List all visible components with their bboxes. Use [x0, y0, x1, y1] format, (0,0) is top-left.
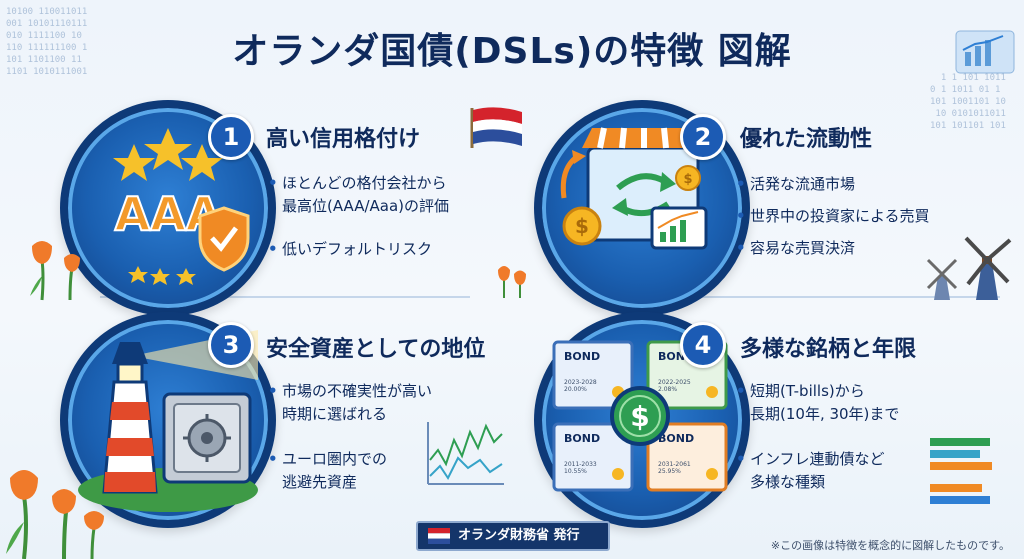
bullet-item: 低いデフォルトリスク — [268, 238, 522, 261]
tulip-icon — [6, 470, 104, 559]
star-icon — [181, 144, 223, 181]
maturity-bars-icon — [930, 438, 992, 504]
bullet-item: ユーロ圏内での 逃避先資産 — [268, 448, 432, 494]
tulip-icon — [498, 266, 526, 298]
section-heading: 高い信用格付け — [266, 127, 421, 152]
bullet-item: 容易な売買決済 — [736, 237, 1010, 260]
aaa-rating-art: AAA — [113, 128, 250, 285]
bullet-item: 市場の不確実性が高い 時期に選ばれる — [268, 380, 482, 426]
issuer-badge: オランダ財務省 発行 — [416, 521, 610, 551]
section-heading: 優れた流動性 — [740, 127, 873, 152]
market-liquidity-art: $ $ — [560, 127, 708, 250]
bond-card-label: BOND — [564, 350, 600, 363]
divider — [685, 296, 1000, 298]
chart-decoration-icon — [955, 30, 1015, 74]
line-chart-decoration-icon — [427, 422, 504, 485]
coin-icon — [675, 165, 701, 191]
svg-text:$: $ — [683, 172, 692, 187]
section-number: 3 — [208, 322, 254, 368]
disclaimer-note: ※この画像は特徴を概念的に図解したものです。 — [770, 539, 1010, 552]
safe-asset-art — [78, 330, 258, 512]
section-number: 1 — [208, 114, 254, 160]
star-icon — [113, 144, 155, 181]
issuer-text: オランダ財務省 発行 — [458, 528, 580, 543]
shield-check-icon — [198, 206, 250, 272]
section-heading: 安全資産としての地位 — [266, 337, 486, 362]
svg-text:$: $ — [630, 400, 649, 433]
bullet-item: インフレ連動債など 多様な種類 — [736, 448, 920, 494]
binary-decoration: 1 1 101 1011 0 1 1011 01 1 101 1001101 1… — [930, 73, 1006, 131]
netherlands-flag-icon — [470, 107, 522, 148]
svg-text:$: $ — [575, 214, 589, 238]
bullet-item: 短期(T-bills)から 長期(10年, 30年)まで — [736, 380, 1010, 426]
page-title: オランダ国債(DSLs)の特徴 図解 — [232, 31, 792, 72]
windmill-icon — [926, 236, 1012, 300]
star-icon — [144, 128, 192, 170]
section-number: 4 — [680, 322, 726, 368]
netherlands-flag-icon — [428, 528, 450, 544]
coin-icon — [562, 206, 602, 246]
binary-decoration: 10100 110011011 001 10101110111 010 1111… — [6, 7, 88, 77]
tulip-icon — [30, 241, 80, 301]
bullet-item: ほとんどの格付会社から 最高位(AAA/Aaa)の評価 — [268, 172, 522, 218]
divider — [100, 296, 470, 298]
bullet-item: 活発な流通市場 — [736, 173, 1010, 196]
section-number: 2 — [680, 114, 726, 160]
bullet-item: 世界中の投資家による売買 — [736, 205, 1010, 228]
section-heading: 多様な銘柄と年限 — [740, 337, 917, 362]
safe-icon — [162, 392, 252, 484]
bond-card-label: BOND — [658, 432, 694, 445]
bond-card-label: BOND — [564, 432, 600, 445]
lighthouse-icon — [102, 342, 158, 494]
